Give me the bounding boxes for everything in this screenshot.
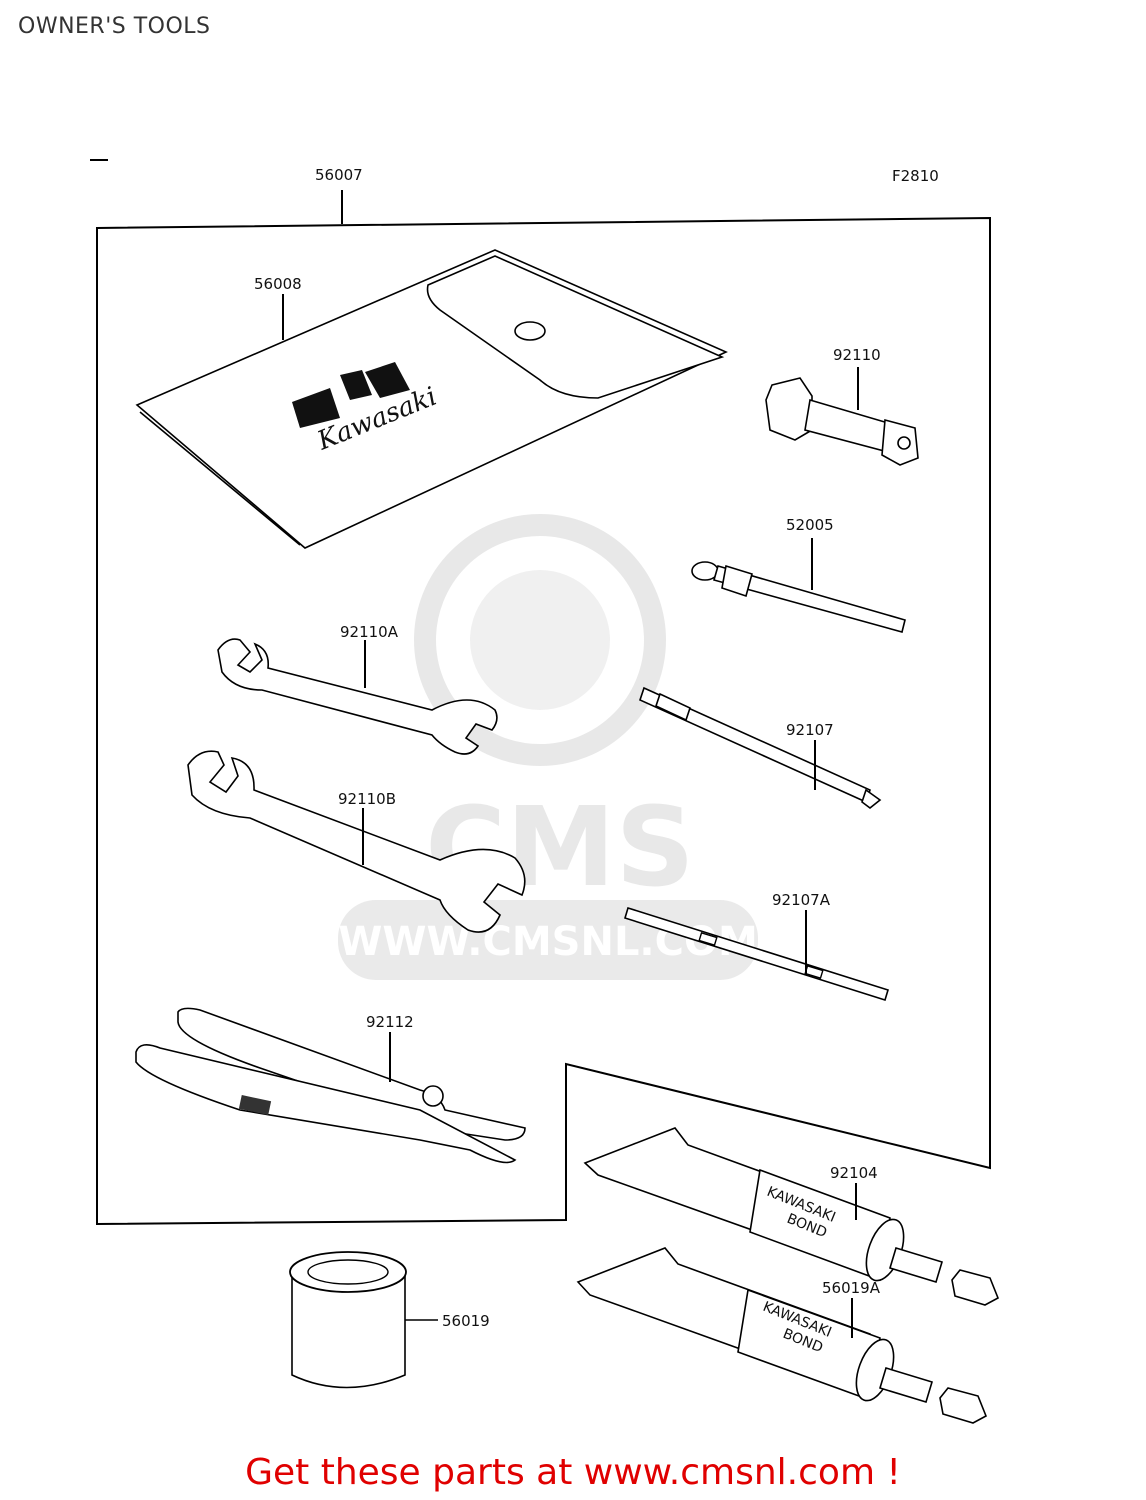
label-plug-wrench: 92110	[833, 346, 881, 364]
label-wrench-b: 92110B	[338, 790, 396, 808]
watermark: CMS WWW.CMSNL.COM	[338, 514, 758, 980]
handle-bar	[691, 561, 906, 633]
figure-code: F2810	[892, 167, 939, 185]
bond-tube-a: KAWASAKI BOND	[576, 1247, 988, 1424]
label-bag: 56008	[254, 275, 302, 293]
label-handle: 52005	[786, 516, 834, 534]
label-wrench-a: 92110A	[340, 623, 399, 641]
screwdriver	[639, 686, 882, 810]
bond-can	[289, 1251, 438, 1389]
label-screwdriver: 92107	[786, 721, 834, 739]
watermark-url: WWW.CMSNL.COM	[338, 919, 758, 965]
page-title: OWNER'S TOOLS	[18, 14, 211, 39]
wrench-a	[217, 638, 498, 755]
label-screwdriver-a: 92107A	[772, 891, 831, 909]
wrench-b	[187, 750, 526, 933]
screwdriver-a	[624, 906, 889, 1002]
tool-bag: Kawasaki	[135, 249, 728, 549]
label-kit: 56007	[315, 166, 363, 184]
label-bond-tube: 92104	[830, 1164, 878, 1182]
footer-link[interactable]: Get these parts at www.cmsnl.com !	[245, 1452, 901, 1493]
plug-wrench	[765, 377, 919, 466]
label-pliers: 92112	[366, 1013, 414, 1031]
kit-outline	[90, 159, 991, 1226]
label-can: 56019	[442, 1312, 490, 1330]
pliers	[135, 1007, 526, 1164]
label-bond-tube-a: 56019A	[822, 1279, 881, 1297]
